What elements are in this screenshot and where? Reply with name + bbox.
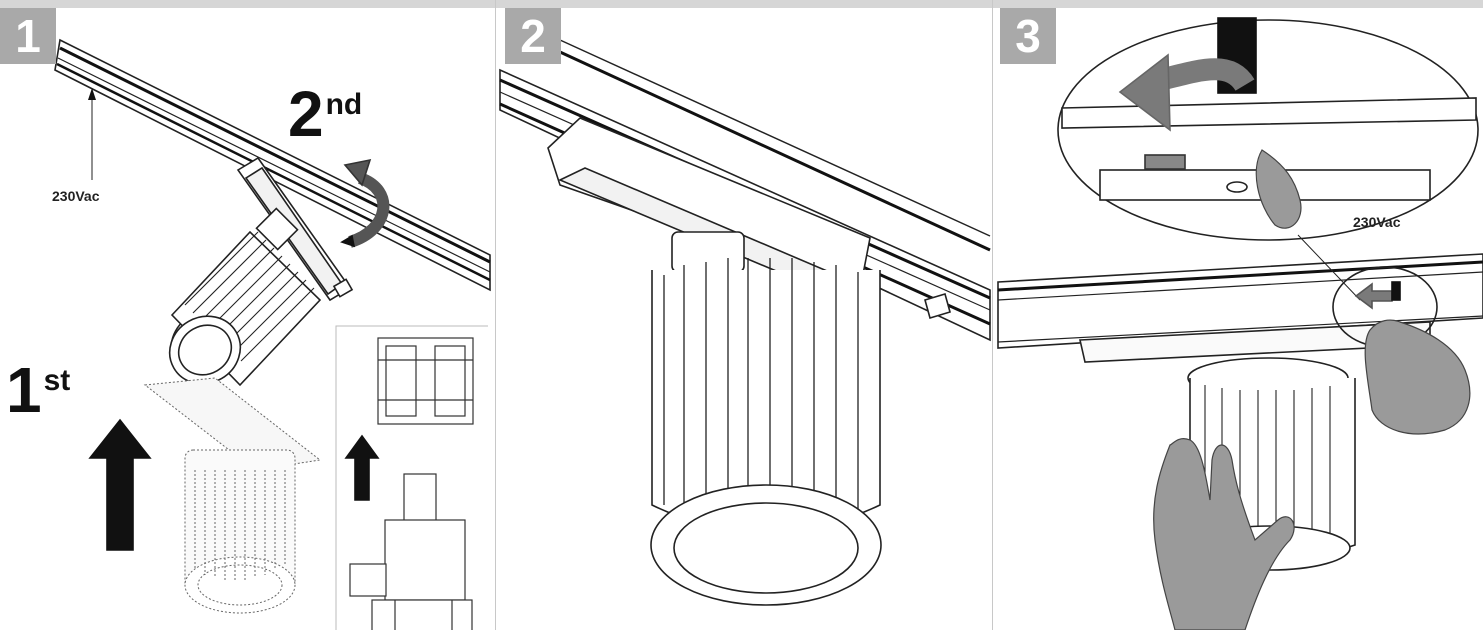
- second-step-suffix: nd: [325, 88, 363, 121]
- first-step-label: 1st: [6, 358, 70, 422]
- first-step-number: 1: [6, 354, 42, 426]
- spotlight-body: [168, 207, 322, 387]
- arrow-left-icon: [1118, 53, 1255, 132]
- voltage-label: 230Vac: [52, 188, 100, 204]
- dotted-spotlight: [143, 377, 322, 614]
- inset-detail: [335, 325, 488, 630]
- arrow-up-icon: [344, 434, 380, 501]
- arrow-up-icon: [88, 418, 152, 551]
- step-badge-1: 1: [0, 8, 56, 64]
- panel-3-drawing: [997, 17, 1483, 630]
- spotlight-body: [650, 231, 882, 606]
- hand-icon: [1153, 149, 1471, 630]
- top-bar: [0, 0, 1483, 8]
- step-badge-3: 3: [1000, 8, 1056, 64]
- track-rail: [997, 253, 1483, 363]
- panel-1-drawing: [54, 38, 491, 630]
- panel-divider: [495, 0, 496, 630]
- panel-2-drawing: [499, 39, 991, 606]
- first-step-suffix: st: [43, 364, 71, 397]
- track-rail: [54, 38, 491, 292]
- rotate-arrow-icon: [340, 158, 390, 248]
- voltage-label: 230Vac: [1353, 214, 1401, 230]
- step-badge-2: 2: [505, 8, 561, 64]
- second-step-number: 2: [288, 78, 324, 150]
- arrow-left-icon: [1354, 281, 1401, 310]
- panel-divider: [992, 0, 993, 630]
- second-step-label: 2nd: [288, 82, 362, 146]
